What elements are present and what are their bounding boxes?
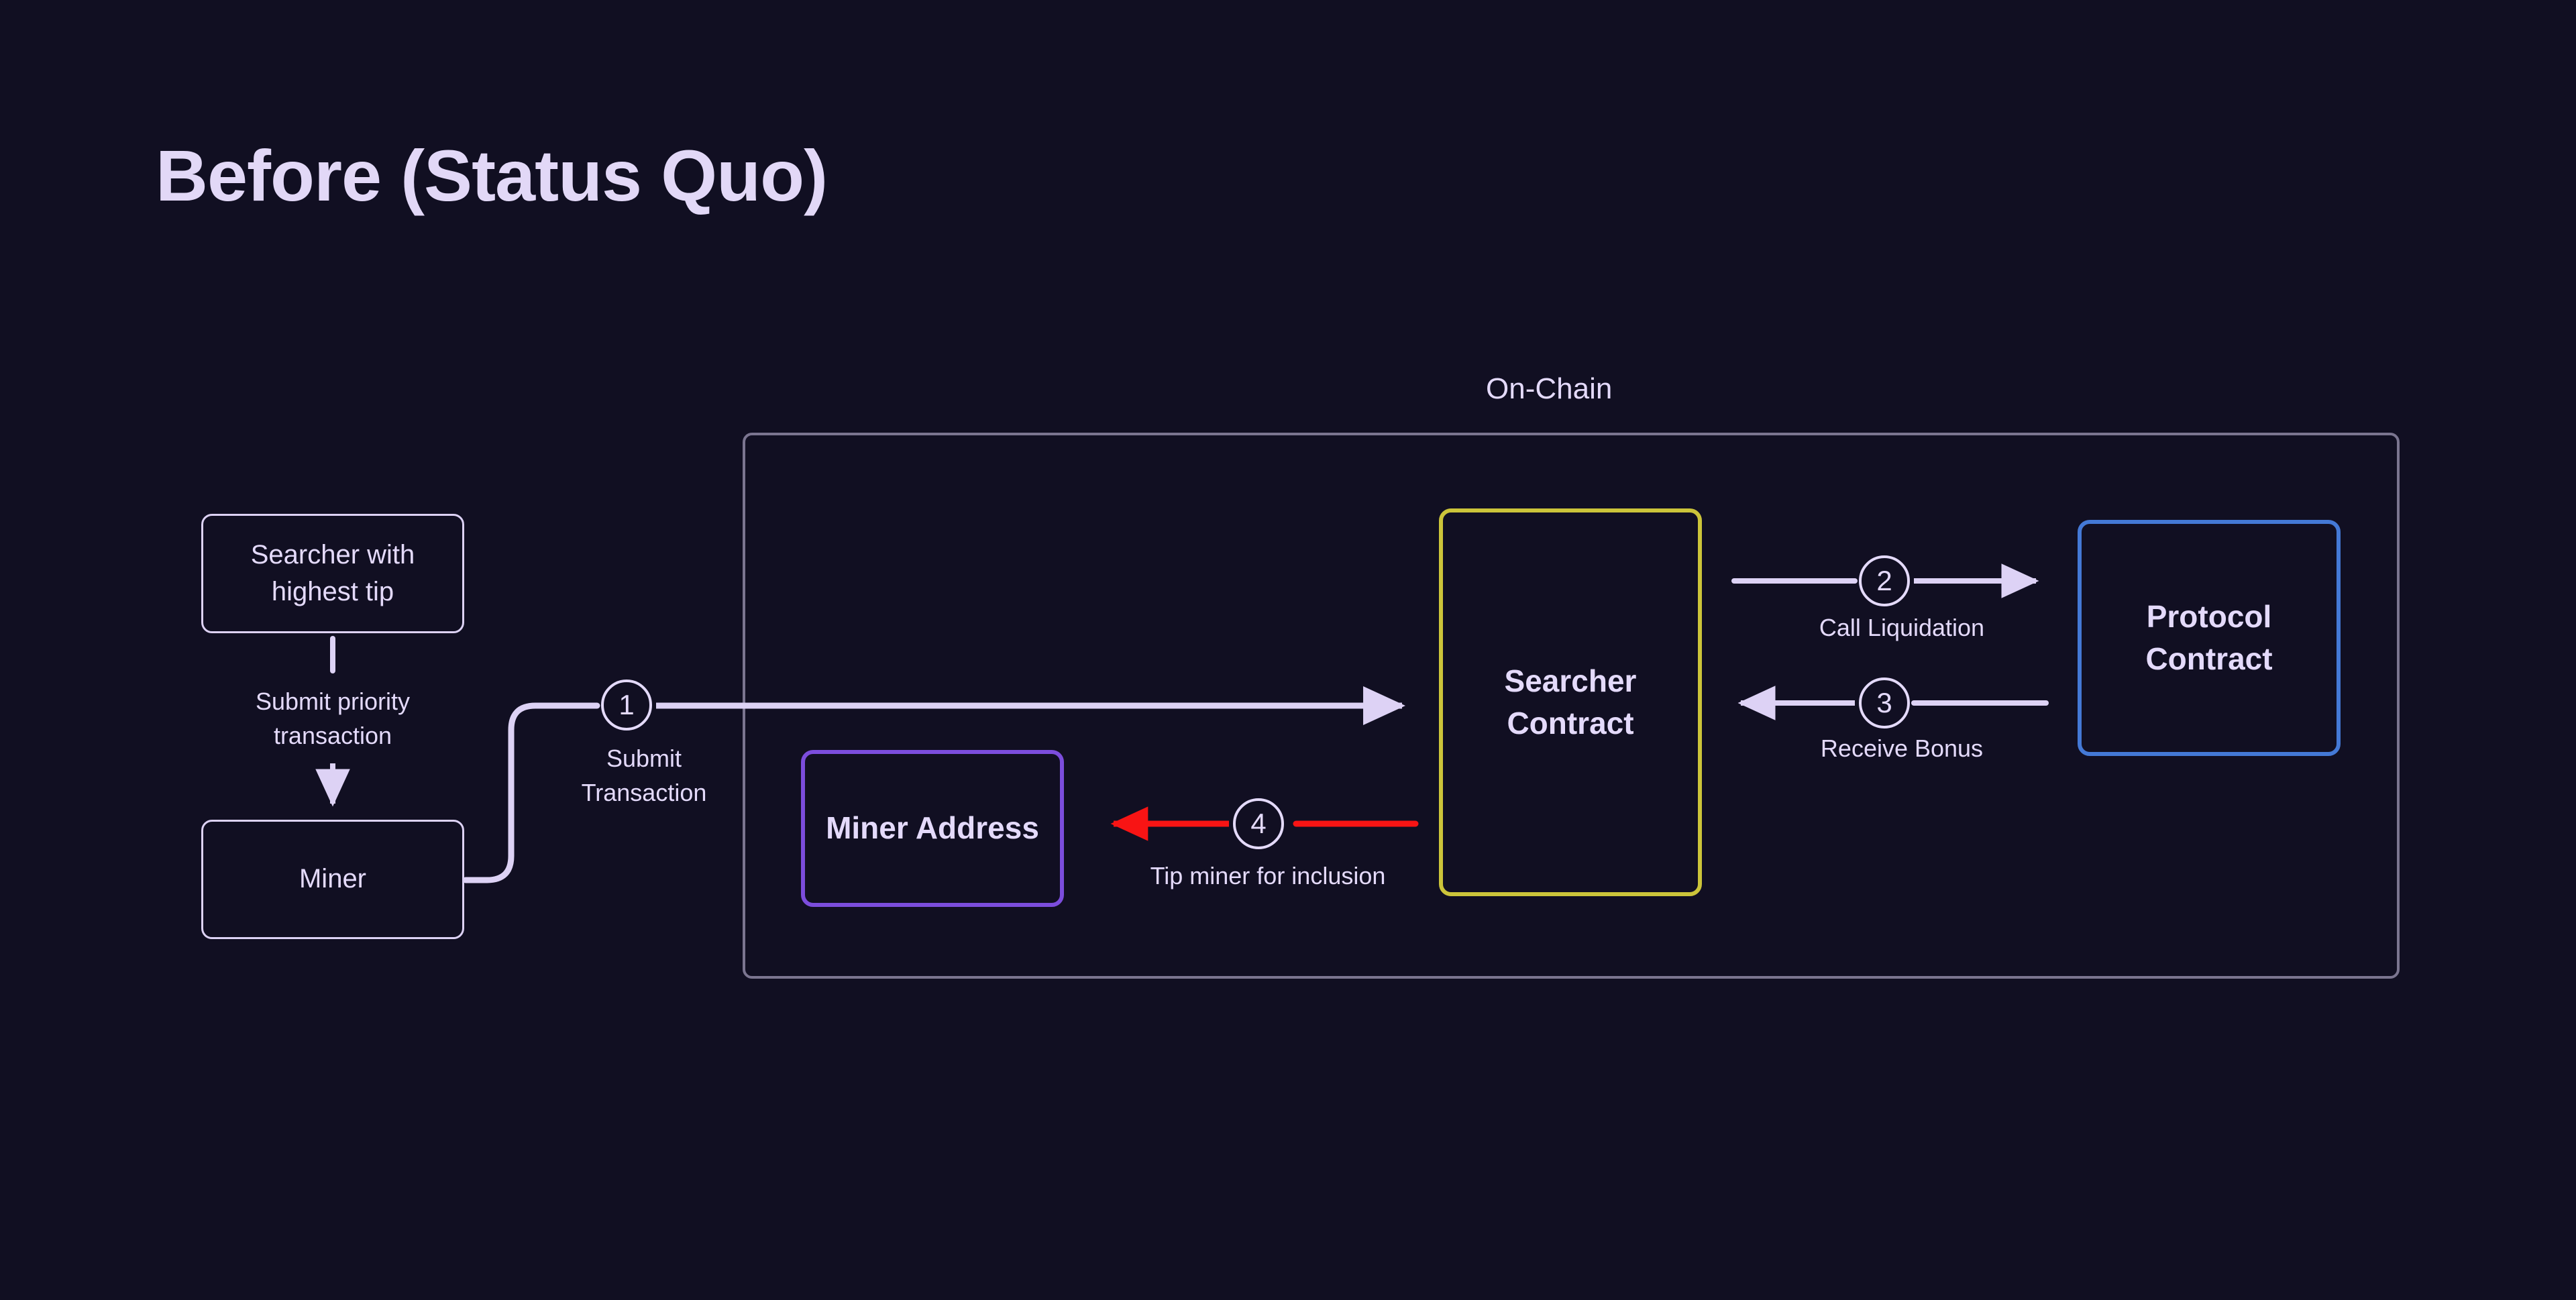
step-marker-2-number: 2 [1876, 565, 1892, 596]
page-title: Before (Status Quo) [156, 135, 828, 216]
step-marker-3-number: 3 [1876, 687, 1892, 718]
node-miner-address-label: Miner Address [826, 810, 1039, 846]
node-protocol-contract[interactable]: Protocol Contract [2078, 520, 2341, 756]
edge-label-receive-bonus: Receive Bonus [1820, 735, 1984, 762]
node-searcher-with-highest-tip-label: Searcher with highest tip [250, 539, 415, 606]
step-marker-1-number: 1 [619, 689, 635, 720]
node-protocol-contract-label: Protocol Contract [2145, 598, 2273, 676]
step-marker-4: 4 [1233, 798, 1284, 849]
node-miner[interactable]: Miner [201, 820, 464, 939]
step-marker-1: 1 [601, 680, 652, 730]
edge-label-call-liquidation: Call Liquidation [1819, 614, 1985, 641]
onchain-title: On-Chain [1486, 372, 1613, 405]
node-miner-label: Miner [299, 864, 367, 894]
step-marker-3: 3 [1859, 678, 1910, 728]
edge-label-submit-priority-transaction: Submit priority transaction [255, 688, 411, 750]
edge-label-tip-miner-for-inclusion: Tip miner for inclusion [1150, 862, 1386, 889]
node-searcher-contract[interactable]: Searcher Contract [1439, 508, 1702, 896]
node-miner-address[interactable]: Miner Address [801, 750, 1064, 907]
step-marker-2: 2 [1859, 555, 1910, 606]
step-marker-4-number: 4 [1250, 808, 1267, 839]
node-searcher-with-highest-tip[interactable]: Searcher with highest tip [201, 514, 464, 633]
edge-label-submit-transaction: Submit Transaction [581, 745, 707, 807]
node-searcher-contract-label: Searcher Contract [1504, 663, 1637, 741]
